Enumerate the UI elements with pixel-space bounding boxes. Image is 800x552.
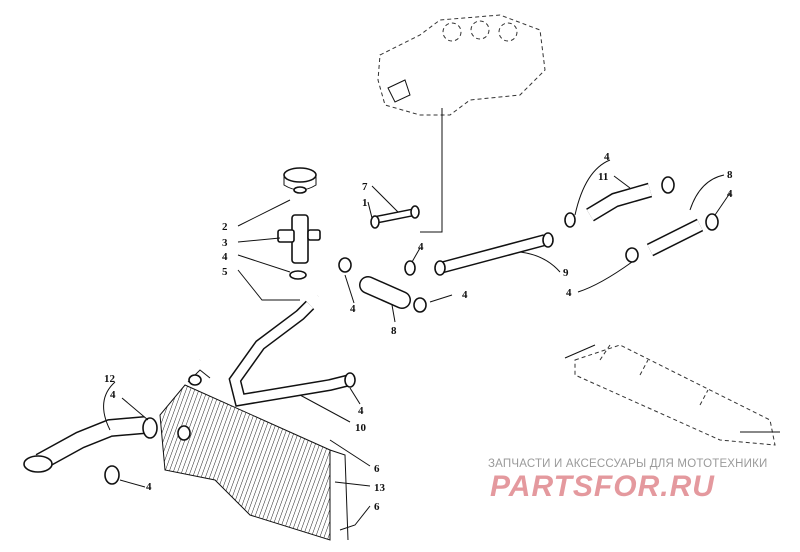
hose-10	[228, 300, 352, 407]
callout-4: 4	[110, 389, 116, 401]
callout-4: 4	[146, 481, 152, 493]
callout-4: 4	[222, 251, 228, 263]
callout-1: 1	[362, 197, 368, 209]
callout-4: 4	[604, 151, 610, 163]
radiator-cap	[283, 167, 317, 194]
callout-9: 9	[563, 267, 569, 279]
hose-5	[196, 292, 319, 361]
hose-8-short	[359, 276, 411, 309]
callout-6: 6	[374, 501, 380, 513]
callout-4: 4	[358, 405, 364, 417]
callout-10: 10	[355, 422, 367, 434]
heat-exchanger	[564, 344, 780, 446]
callout-4: 4	[462, 289, 468, 301]
callout-13: 13	[374, 482, 386, 494]
callout-labels: 12 4 4 2 3 4 5 7 1 4 4 4 8 4 10 6 13 6 4…	[104, 151, 733, 513]
hose-11	[586, 182, 653, 222]
callout-4: 4	[418, 241, 424, 253]
callout-8: 8	[727, 169, 733, 181]
filler-neck	[277, 214, 321, 280]
bleed-hose	[374, 208, 416, 224]
callout-2: 2	[222, 221, 228, 233]
callout-5: 5	[222, 266, 228, 278]
callout-4: 4	[566, 287, 572, 299]
watermark-subtitle: ЗАПЧАСТИ И АКСЕССУАРЫ ДЛЯ МОТОТЕХНИКИ	[488, 458, 768, 470]
callout-7: 7	[362, 181, 368, 193]
hose-12	[23, 416, 146, 473]
engine-outline	[377, 14, 546, 233]
callout-4: 4	[350, 303, 356, 315]
hose-8-long	[646, 218, 704, 257]
callout-12: 12	[104, 373, 116, 385]
watermark-logo: PARTSFOR.RU	[490, 470, 715, 503]
callout-4: 4	[727, 188, 733, 200]
leader-lines	[103, 159, 731, 531]
callout-3: 3	[222, 237, 228, 249]
callout-8: 8	[391, 325, 397, 337]
hose-clamps	[104, 176, 719, 485]
callout-11: 11	[598, 171, 608, 183]
hose-9	[438, 234, 547, 274]
callout-6: 6	[374, 463, 380, 475]
